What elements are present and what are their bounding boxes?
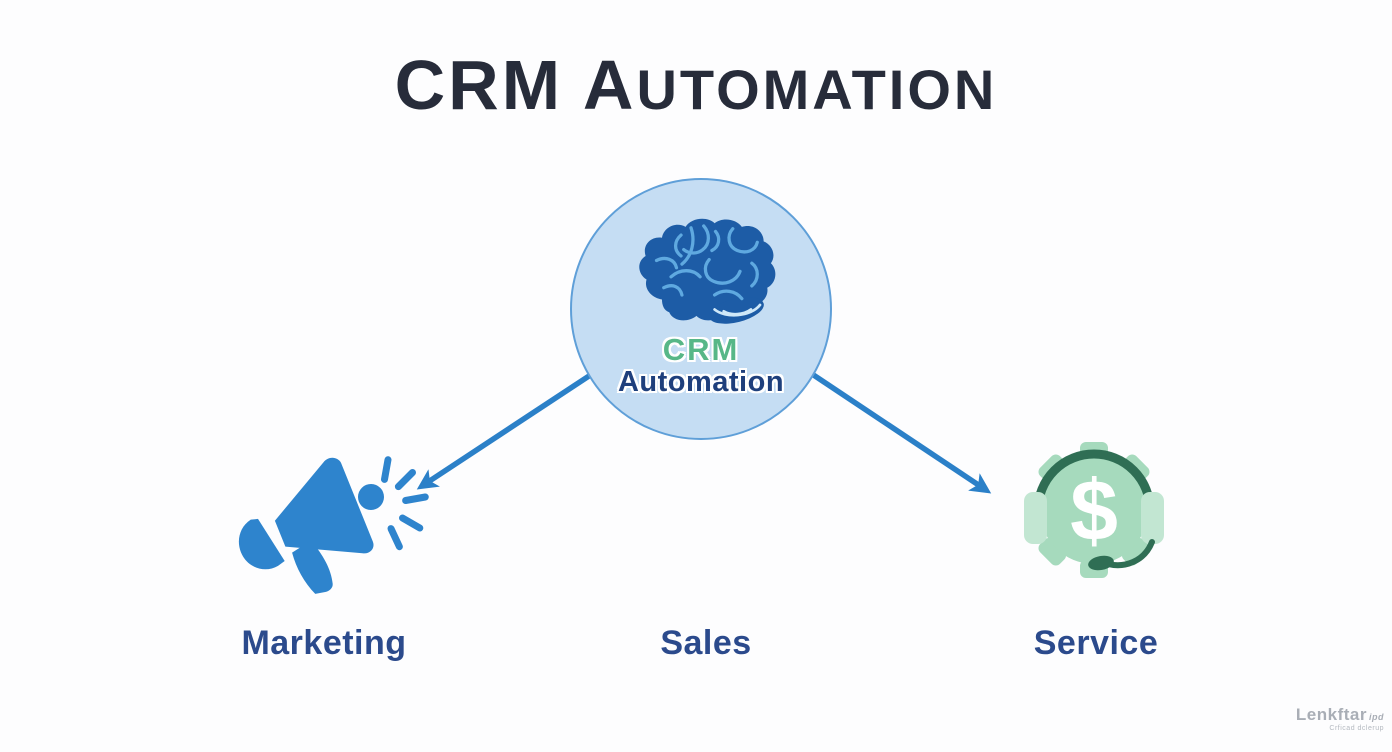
sound-burst-lines	[381, 456, 429, 551]
headset-earpieces	[1024, 492, 1164, 544]
hub-label-automation: Automation	[617, 365, 785, 398]
hub-label-crm: CRM	[662, 332, 740, 367]
branch-label-sales: Sales	[660, 624, 752, 662]
megaphone-knob	[357, 483, 384, 510]
hub-crm-automation: CRM Automation	[570, 178, 832, 440]
watermark-tagline: Crficad dclerup	[1329, 725, 1384, 732]
page-title: CRM AUTOMATION	[0, 50, 1392, 120]
megaphone-icon	[238, 456, 429, 594]
watermark-name-text: Lenkftar	[1295, 705, 1367, 724]
branch-label-marketing: Marketing	[241, 624, 407, 662]
watermark-suffix: ipd	[1369, 712, 1384, 722]
branch-label-service: Service	[1033, 624, 1159, 662]
brain-icon	[639, 218, 776, 324]
headset-mic	[1088, 555, 1114, 571]
megaphone-horn	[274, 457, 374, 554]
headset-gear-dollar-icon: $	[1024, 442, 1164, 578]
megaphone-rear-cup	[238, 518, 285, 570]
headset-band	[1033, 449, 1155, 515]
arrow-hub-to-service	[810, 371, 992, 494]
megaphone-handle	[292, 540, 333, 594]
dollar-sign: $	[1070, 463, 1118, 559]
title-rest: UTOMATION	[636, 58, 998, 121]
title-lead: CRM A	[394, 46, 637, 124]
arrow-hub-to-marketing	[416, 371, 594, 490]
